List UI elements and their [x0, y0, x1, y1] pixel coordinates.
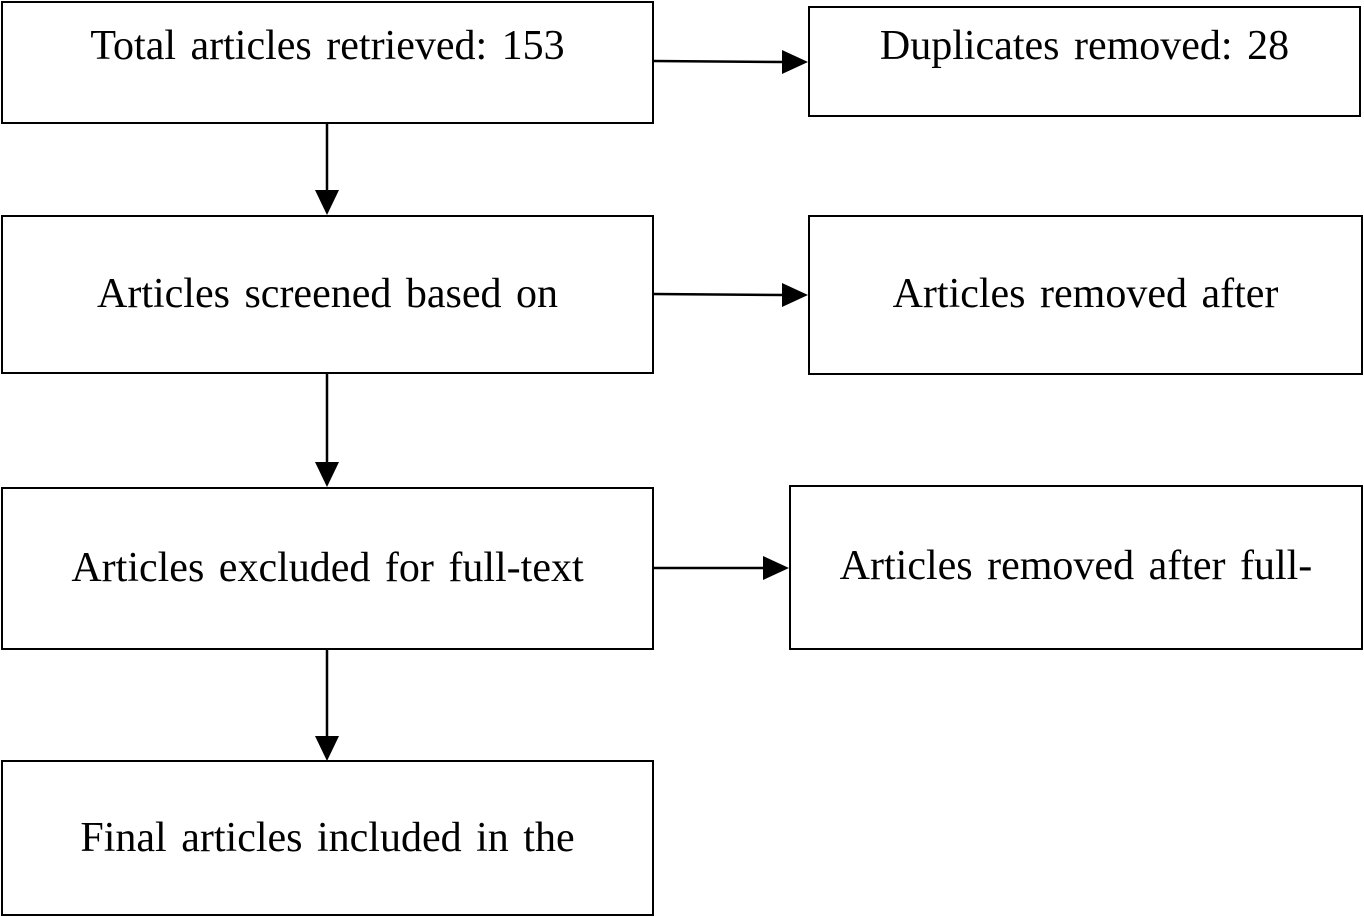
box-articles-removed-after-full-text: Articles removed after full- — [789, 485, 1363, 650]
box-articles-screened: Articles screened based on — [1, 215, 654, 374]
box-label: Duplicates removed: 28 — [879, 23, 1290, 69]
box-label: Articles removed after full- — [839, 543, 1313, 589]
box-articles-excluded-full-text: Articles excluded for full-text — [1, 487, 654, 650]
arrow-screened-to-removed-screening — [652, 283, 808, 307]
box-label: Articles screened based on — [97, 271, 558, 317]
box-label: Total articles retrieved: 153 — [90, 23, 565, 69]
box-total-articles-retrieved: Total articles retrieved: 153 — [1, 1, 654, 124]
arrow-fulltext-to-final — [315, 649, 339, 761]
box-final-articles-included: Final articles included in the — [1, 760, 654, 916]
box-articles-removed-after-screening: Articles removed after — [808, 215, 1363, 375]
box-duplicates-removed: Duplicates removed: 28 — [808, 6, 1361, 117]
arrow-fulltext-to-removed-fulltext — [653, 556, 789, 580]
arrow-retrieved-to-duplicates — [652, 50, 808, 74]
box-label: Final articles included in the — [80, 815, 575, 861]
box-label: Articles excluded for full-text — [71, 545, 584, 591]
box-label: Articles removed after — [892, 271, 1279, 317]
arrow-screened-to-fulltext — [315, 373, 339, 487]
arrow-retrieved-to-screened — [315, 123, 339, 215]
